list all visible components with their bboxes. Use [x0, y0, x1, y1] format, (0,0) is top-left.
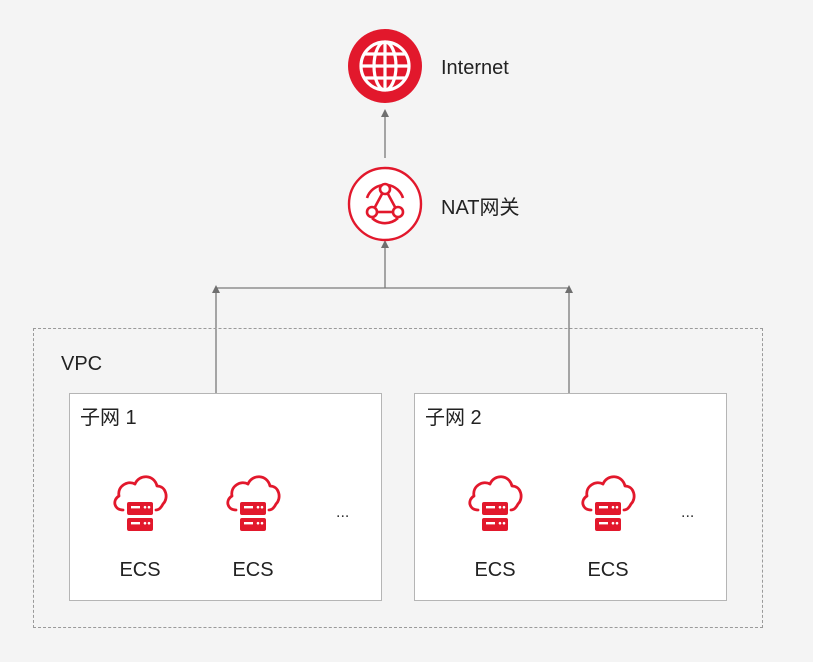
subnet-1: 子网 1 ECS — [69, 393, 382, 601]
ecs-label: ECS — [587, 559, 629, 581]
nat-gateway-label: NAT网关 — [441, 197, 520, 219]
cloud-server-icon — [226, 475, 281, 531]
nat-gateway-icon — [347, 166, 423, 242]
cloud-server-icon — [581, 475, 636, 531]
vpc-container — [33, 328, 763, 628]
cloud-server-icon — [468, 475, 523, 531]
ecs-label: ECS — [119, 559, 161, 581]
globe-icon — [347, 28, 423, 104]
ecs-instance: ECS — [455, 468, 535, 588]
cloud-server-icon — [113, 475, 168, 531]
more-instances-ellipsis: ... — [336, 504, 350, 521]
internet-label: Internet — [441, 57, 509, 79]
ecs-instance: ECS — [213, 468, 293, 588]
subnet-label: 子网 1 — [80, 407, 137, 429]
ecs-instance: ECS — [100, 468, 180, 588]
ecs-instance: ECS — [568, 468, 648, 588]
subnet-2: 子网 2 ECS — [414, 393, 727, 601]
ecs-label: ECS — [474, 559, 516, 581]
more-instances-ellipsis: ... — [681, 504, 695, 521]
ecs-label: ECS — [232, 559, 274, 581]
subnet-label: 子网 2 — [425, 407, 482, 429]
vpc-label: VPC — [61, 353, 103, 375]
